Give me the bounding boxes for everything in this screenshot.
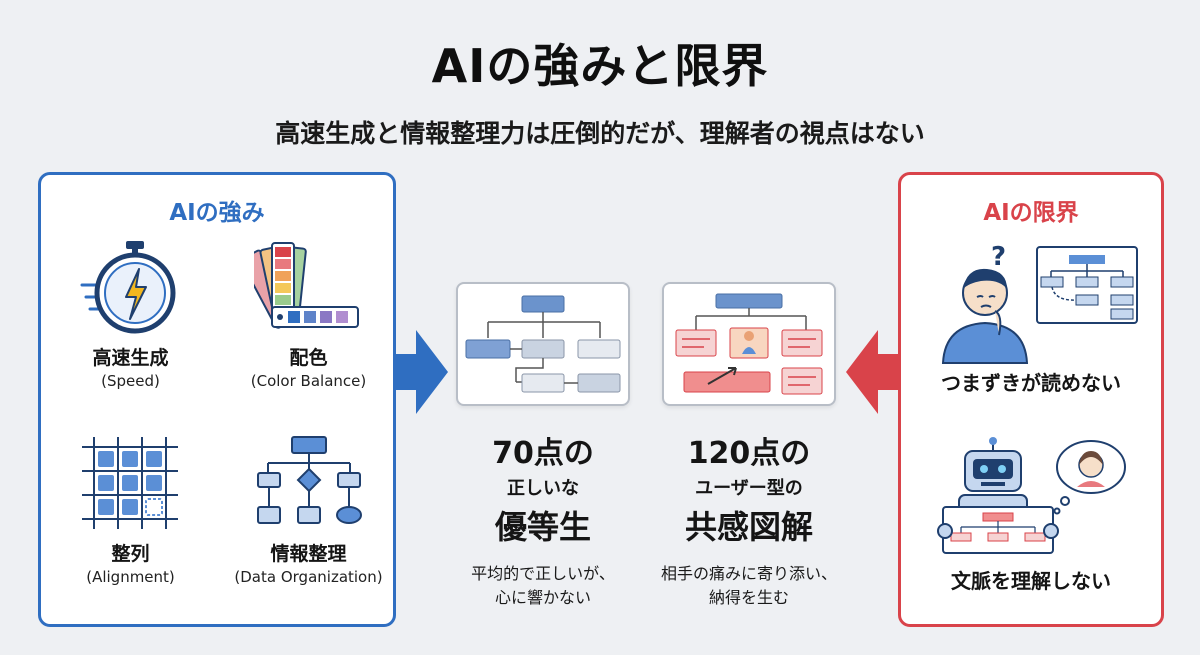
ai-score-block: 70点の 正しいな 優等生 平均的で正しいが、 心に響かない: [443, 428, 643, 610]
limits-title: AIの限界: [983, 200, 1079, 226]
human-score-sub: ユーザー型の: [695, 478, 803, 499]
ai-score-big: 優等生: [494, 508, 591, 546]
confused-person-icon: ?: [941, 242, 1138, 364]
feature-color: 配色 (Color Balance): [221, 237, 396, 390]
color-swatch-icon: [253, 242, 359, 329]
strengths-title: AIの強み: [169, 200, 265, 226]
ai-note-line: 平均的で正しいが、: [471, 564, 615, 583]
feature-sublabel: (Data Organization): [234, 568, 383, 586]
blue-arrow-icon: [396, 330, 448, 414]
robot-icon: [937, 437, 1126, 554]
human-score: 120点の: [687, 436, 811, 471]
strengths-panel: AIの強み 高速生成 (Speed): [38, 172, 396, 627]
limit-label: つまずきが読めない: [941, 371, 1121, 395]
human-diagram-card: [662, 282, 836, 406]
page-title: AIの強みと限界: [431, 39, 769, 93]
feature-label: 配色: [289, 347, 328, 369]
feature-label: 情報整理: [270, 543, 347, 565]
ai-score: 70点の: [492, 436, 594, 471]
limits-panel: AIの限界 ? つまずきが読めない: [898, 172, 1164, 627]
ai-diagram-card: [456, 282, 630, 406]
ai-note-line: 心に響かない: [494, 588, 591, 607]
page-subtitle: 高速生成と情報整理力は圧倒的だが、理解者の視点はない: [275, 119, 925, 148]
feature-data-organization: 情報整理 (Data Organization): [221, 433, 396, 586]
human-score-big: 共感図解: [684, 508, 813, 546]
limit-item: 文脈を理解しない: [901, 437, 1161, 594]
feature-speed: 高速生成 (Speed): [43, 237, 218, 390]
feature-sublabel: (Alignment): [86, 568, 175, 586]
human-score-note: 相手の痛みに寄り添い、 納得を生む: [649, 562, 849, 610]
ai-score-sub: 正しいな: [507, 478, 579, 499]
feature-sublabel: (Speed): [101, 372, 160, 390]
svg-text:?: ?: [991, 242, 1006, 272]
feature-label: 高速生成: [92, 347, 169, 369]
empathy-flowchart-icon: [675, 293, 823, 395]
red-arrow-icon: [846, 330, 898, 414]
stopwatch-lightning-icon: [80, 241, 175, 334]
human-note-line: 相手の痛みに寄り添い、: [660, 564, 837, 583]
flowchart-icon: [256, 436, 362, 524]
human-note-line: 納得を生む: [708, 588, 789, 607]
feature-alignment: 整列 (Alignment): [43, 433, 218, 586]
plain-flowchart-icon: [465, 295, 621, 393]
human-score-block: 120点の ユーザー型の 共感図解 相手の痛みに寄り添い、 納得を生む: [649, 428, 849, 610]
limit-item: ? つまずきが読めない: [901, 239, 1161, 396]
grid-alignment-icon: [81, 437, 178, 529]
feature-sublabel: (Color Balance): [250, 372, 367, 390]
ai-score-note: 平均的で正しいが、 心に響かない: [443, 562, 643, 610]
limit-label: 文脈を理解しない: [951, 569, 1111, 593]
feature-label: 整列: [111, 543, 150, 565]
